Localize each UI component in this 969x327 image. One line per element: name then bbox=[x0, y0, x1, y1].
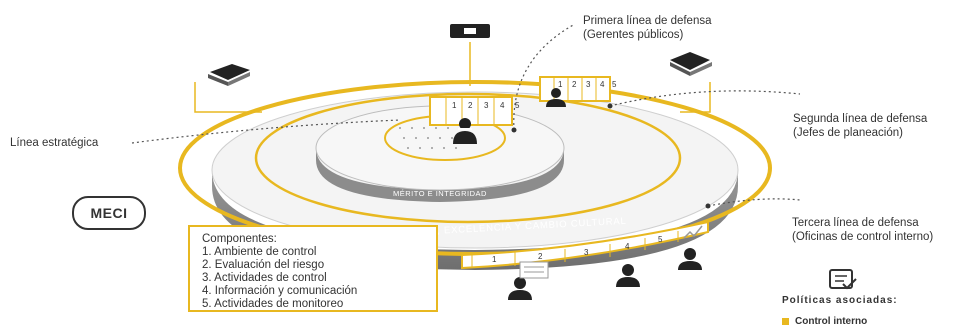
person-icon bbox=[678, 248, 702, 270]
componentes-title: Componentes: bbox=[202, 233, 277, 245]
tercera-linea-label: Tercera línea de defensa (Oficinas de co… bbox=[792, 217, 934, 243]
panel-number: 1 bbox=[558, 80, 563, 89]
middle-ring bbox=[254, 92, 682, 224]
componente-item: 1. Ambiente de control bbox=[202, 246, 317, 258]
panel-number: 3 bbox=[484, 101, 489, 110]
folder-icon bbox=[670, 52, 712, 76]
panel-number: 4 bbox=[625, 242, 630, 251]
document-icon bbox=[519, 261, 549, 279]
primera-linea-label: Primera línea de defensa (Gerentes públi… bbox=[583, 15, 712, 41]
chart-icon bbox=[683, 225, 703, 239]
folder-icon bbox=[208, 64, 250, 86]
inner-platform bbox=[315, 105, 565, 202]
leader-lines bbox=[131, 23, 801, 207]
panel-number: 2 bbox=[572, 80, 577, 89]
panel-number: 3 bbox=[584, 248, 589, 257]
componente-item: 3. Actividades de control bbox=[202, 272, 327, 284]
panel-number: 5 bbox=[658, 235, 663, 244]
panel-number: 5 bbox=[612, 80, 617, 89]
centre-dots bbox=[399, 127, 457, 149]
panel-number: 1 bbox=[452, 101, 457, 110]
componentes-box: Componentes: 1. Ambiente de control 2. E… bbox=[188, 225, 438, 312]
politicas-title: Políticas asociadas: bbox=[782, 295, 898, 306]
panel-number: 1 bbox=[492, 255, 497, 264]
person-icon bbox=[508, 277, 532, 300]
panel-number: 2 bbox=[468, 101, 473, 110]
meci-badge: MECI bbox=[72, 196, 146, 230]
panel-number: 4 bbox=[500, 101, 505, 110]
camera-icon bbox=[450, 24, 490, 38]
person-icon bbox=[546, 88, 566, 107]
person-icon bbox=[453, 118, 477, 144]
person-icon bbox=[616, 264, 640, 287]
panel-number: 5 bbox=[515, 101, 520, 110]
componente-item: 5. Actividades de monitoreo bbox=[202, 298, 344, 310]
panel-left bbox=[429, 96, 513, 126]
componente-item: 2. Evaluación del riesgo bbox=[202, 259, 325, 271]
componente-item: 4. Información y comunicación bbox=[202, 285, 358, 297]
segunda-linea-label: Segunda línea de defensa (Jefes de plane… bbox=[793, 113, 928, 139]
panel-number: 3 bbox=[586, 80, 591, 89]
politicas-item: Control interno bbox=[782, 316, 867, 327]
document-check-icon bbox=[829, 269, 857, 290]
panel-number: 2 bbox=[538, 252, 543, 261]
linea-estrategica-label: Línea estratégica bbox=[10, 137, 99, 149]
merito-label: MÉRITO E INTEGRIDAD bbox=[393, 189, 487, 198]
panel-number: 4 bbox=[600, 80, 605, 89]
